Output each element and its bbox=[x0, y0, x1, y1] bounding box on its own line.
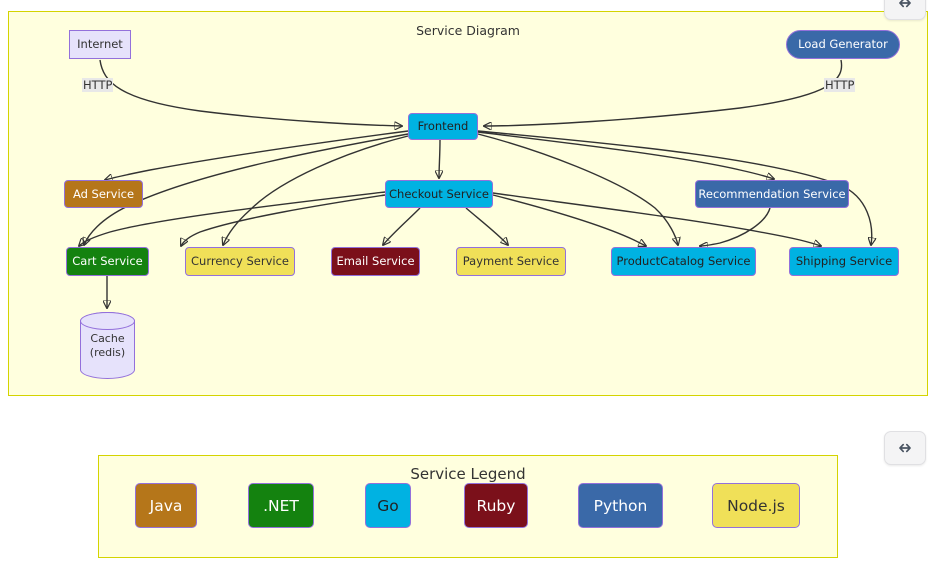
node-currency-service-label: Currency Service bbox=[191, 254, 289, 269]
node-frontend[interactable]: Frontend bbox=[408, 113, 478, 140]
node-checkout-service[interactable]: Checkout Service bbox=[385, 180, 493, 208]
diagram-resize-handle[interactable] bbox=[884, 0, 926, 20]
node-ad-service[interactable]: Ad Service bbox=[64, 180, 143, 208]
node-productcatalog-service[interactable]: ProductCatalog Service bbox=[611, 247, 756, 276]
edge-label-loadgen-http: HTTP bbox=[824, 78, 856, 92]
legend-chip-go[interactable]: Go bbox=[365, 483, 411, 528]
legend-chip-java-label: Java bbox=[149, 496, 183, 515]
horizontal-resize-icon bbox=[896, 0, 914, 9]
legend-chip-ruby[interactable]: Ruby bbox=[464, 483, 528, 528]
edge-label-internet-http: HTTP bbox=[82, 78, 114, 92]
legend-title: Service Legend bbox=[410, 465, 526, 483]
legend-chip-nodejs-label: Node.js bbox=[727, 496, 785, 515]
node-cache-line1: Cache bbox=[90, 331, 125, 345]
node-email-service-label: Email Service bbox=[336, 254, 415, 269]
legend-chip-ruby-label: Ruby bbox=[476, 496, 516, 515]
legend-chip-python-label: Python bbox=[593, 496, 648, 515]
node-currency-service[interactable]: Currency Service bbox=[185, 247, 295, 276]
node-internet[interactable]: Internet bbox=[69, 30, 131, 59]
node-load-generator[interactable]: Load Generator bbox=[786, 30, 900, 59]
node-cache-text: Cache (redis) bbox=[90, 332, 125, 360]
node-recommendation-service-label: Recommendation Service bbox=[698, 186, 846, 201]
diagram-title: Service Diagram bbox=[416, 23, 520, 38]
legend-chip-java[interactable]: Java bbox=[135, 483, 197, 528]
legend-chip-dotnet-label: .NET bbox=[263, 496, 299, 515]
node-cart-service-label: Cart Service bbox=[72, 254, 143, 269]
node-internet-label: Internet bbox=[77, 37, 123, 52]
horizontal-resize-icon bbox=[896, 442, 914, 454]
node-cart-service[interactable]: Cart Service bbox=[66, 247, 149, 276]
node-load-generator-label: Load Generator bbox=[798, 37, 888, 52]
legend-resize-handle[interactable] bbox=[884, 431, 926, 465]
node-ad-service-label: Ad Service bbox=[72, 186, 135, 201]
legend-chip-nodejs[interactable]: Node.js bbox=[712, 483, 800, 528]
legend-chip-python[interactable]: Python bbox=[578, 483, 663, 528]
node-shipping-service[interactable]: Shipping Service bbox=[789, 247, 899, 276]
node-checkout-service-label: Checkout Service bbox=[389, 186, 489, 201]
node-productcatalog-service-label: ProductCatalog Service bbox=[616, 254, 751, 269]
node-payment-service-label: Payment Service bbox=[462, 254, 560, 269]
node-cache-redis[interactable]: Cache (redis) bbox=[80, 312, 135, 379]
node-shipping-service-label: Shipping Service bbox=[795, 254, 893, 269]
node-recommendation-service[interactable]: Recommendation Service bbox=[695, 180, 849, 208]
node-email-service[interactable]: Email Service bbox=[331, 247, 420, 276]
node-payment-service[interactable]: Payment Service bbox=[456, 247, 566, 276]
node-frontend-label: Frontend bbox=[417, 119, 469, 134]
node-cache-line2: (redis) bbox=[89, 345, 126, 359]
legend-chip-dotnet[interactable]: .NET bbox=[248, 483, 314, 528]
legend-chip-go-label: Go bbox=[377, 496, 399, 515]
